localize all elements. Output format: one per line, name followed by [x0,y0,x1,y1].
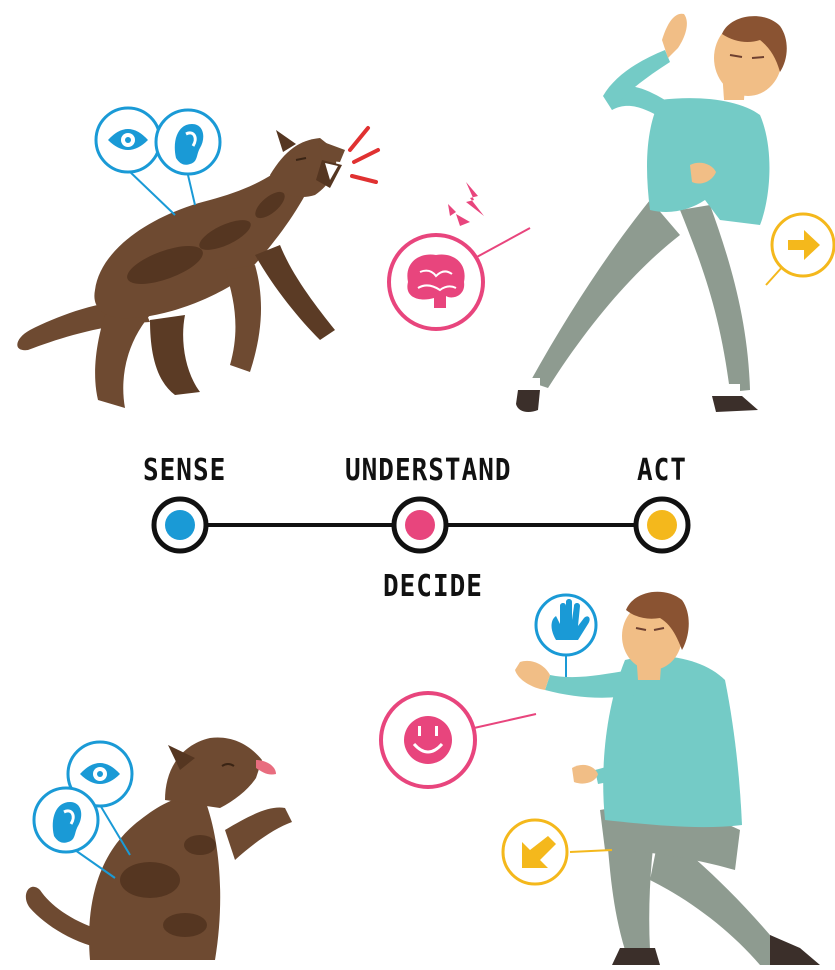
stage-act-node [636,499,688,551]
scared-man [516,14,787,412]
bark-lines [350,128,378,182]
top-act-bubble [766,214,834,285]
bottom-act-bubble [503,820,612,884]
smiley-icon [404,716,452,764]
smiley-bubble [381,693,536,787]
stage-label-sense: SENSE [143,454,226,489]
stage-label-understand: UNDERSTAND [345,454,512,489]
stage-understand-node [394,499,446,551]
stage-sense-node [154,499,206,551]
shock-icon [448,182,484,226]
stage-sublabel-decide: DECIDE [383,570,483,605]
stage-label-act: ACT [637,454,687,489]
top-dog-sense-bubbles [96,108,220,215]
brain-bubble [389,182,530,329]
hand-bubble [536,595,596,680]
